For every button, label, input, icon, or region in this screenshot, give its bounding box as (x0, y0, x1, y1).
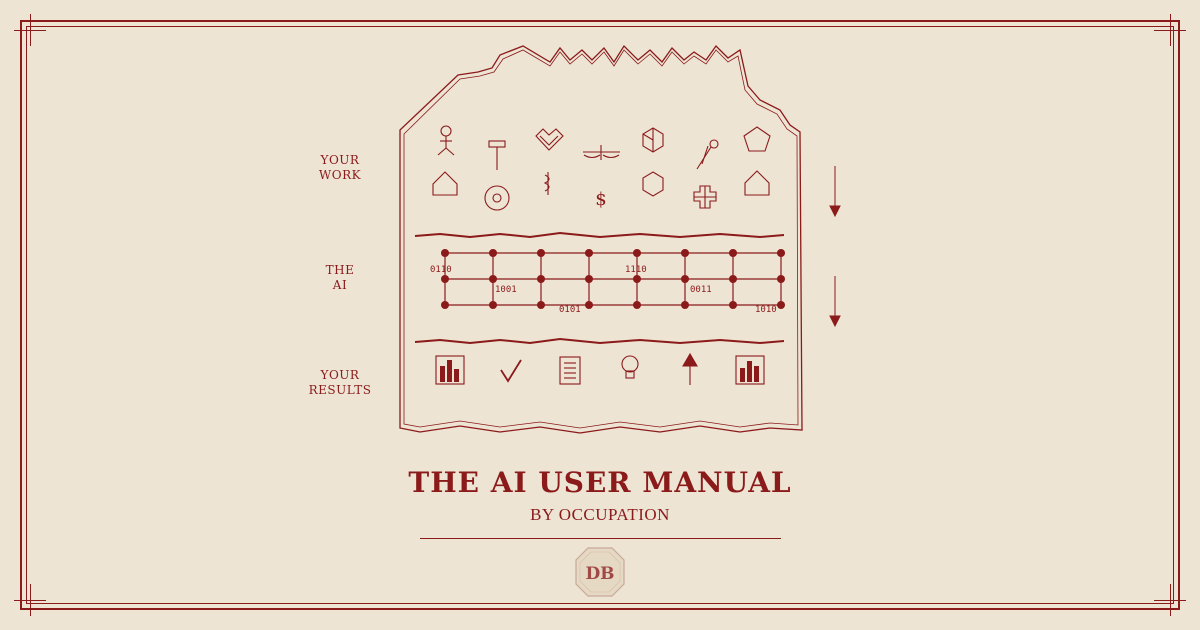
pentagon-icon (743, 126, 771, 152)
lightbulb-icon (621, 355, 639, 379)
arrow-up-icon (682, 352, 698, 385)
bar-chart-icon (735, 355, 765, 385)
target-icon (484, 185, 510, 211)
heart-icon (535, 128, 564, 151)
network-node (681, 249, 689, 257)
network-node (777, 249, 785, 257)
network-nodes (441, 249, 785, 309)
torn-paper (399, 44, 803, 434)
bar-chart-icon (435, 355, 465, 385)
needle-icon (696, 139, 719, 170)
hammer-icon (488, 140, 506, 170)
network-node (489, 249, 497, 257)
label-your-results: YOUR RESULTS (308, 368, 372, 397)
corner-flourish (30, 14, 31, 46)
divider (420, 538, 781, 539)
network-node (441, 301, 449, 309)
network-node (489, 301, 497, 309)
binary-code: 0101 (559, 305, 581, 315)
person-icon (437, 125, 455, 156)
page-subtitle: BY OCCUPATION (530, 505, 670, 524)
caduceus-icon (543, 172, 550, 195)
dollar-icon: $ (595, 189, 606, 210)
network-node (729, 275, 737, 283)
cube-icon (642, 127, 664, 153)
binary-code: 1110 (625, 265, 647, 275)
logo-text: DB (585, 564, 614, 584)
network-node (537, 249, 545, 257)
cross-icon (693, 185, 717, 209)
label-the-ai: THE AI (325, 263, 355, 292)
checkmark-icon (500, 359, 522, 383)
house-icon (744, 170, 770, 196)
scales-icon (583, 145, 620, 160)
network-node (537, 275, 545, 283)
inner-border (26, 26, 1174, 604)
network-node (633, 249, 641, 257)
network-node (777, 301, 785, 309)
outer-border (20, 20, 1180, 610)
network-node (585, 301, 593, 309)
network-node (729, 301, 737, 309)
network-node (585, 275, 593, 283)
binary-code: 1010 (755, 305, 777, 315)
house-icon (432, 171, 458, 196)
network-node (681, 275, 689, 283)
network-node (441, 249, 449, 257)
document-icon (559, 356, 581, 385)
logo-badge: DB (575, 547, 625, 597)
network-node (681, 301, 689, 309)
network-node (537, 301, 545, 309)
binary-code: 1001 (495, 285, 517, 295)
corner-flourish (1170, 584, 1171, 616)
binary-code: 0011 (690, 285, 712, 295)
arrow-down-icon (829, 276, 841, 328)
hexagon-icon (642, 171, 664, 197)
arrow-down-icon (829, 166, 841, 218)
corner-flourish (30, 584, 31, 616)
network-node (585, 249, 593, 257)
network-node (441, 275, 449, 283)
network-node (729, 249, 737, 257)
network-node (489, 275, 497, 283)
network-node (633, 301, 641, 309)
network-node (777, 275, 785, 283)
separator-bottom (414, 337, 785, 345)
network-node (633, 275, 641, 283)
separator-top (414, 231, 785, 239)
binary-code: 0110 (430, 265, 452, 275)
page-title: THE AI USER MANUAL (408, 466, 792, 499)
label-your-work: YOUR WORK (318, 153, 362, 182)
corner-flourish (1170, 14, 1171, 46)
